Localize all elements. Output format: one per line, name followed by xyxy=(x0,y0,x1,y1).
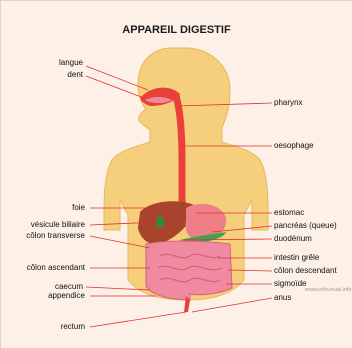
label-colon-ascendant: côlon ascendant xyxy=(27,263,85,272)
label-pharynx: pharynx xyxy=(274,98,302,107)
label-colon-transverse: côlon transverse xyxy=(26,231,85,240)
label-intestin-grele: intestin grêle xyxy=(274,253,319,262)
label-sigmoide: sigmoïde xyxy=(274,279,306,288)
label-caecum: caecum xyxy=(55,282,83,291)
credit-watermark: www.infovisual.info xyxy=(305,287,351,293)
label-colon-descendant: côlon descendant xyxy=(274,266,337,275)
label-langue: langue xyxy=(59,58,83,67)
label-appendice: appendice xyxy=(48,291,85,300)
large-intestine xyxy=(146,241,232,300)
label-dent: dent xyxy=(67,70,83,79)
label-rectum: rectum xyxy=(61,322,85,331)
label-oesophage: oesophage xyxy=(274,141,314,150)
label-estomac: estomac xyxy=(274,208,304,217)
label-anus: anus xyxy=(274,293,291,302)
label-foie: foie xyxy=(72,203,85,212)
label-pancreas: pancréas (queue) xyxy=(274,221,337,230)
label-duodenum: duodénum xyxy=(274,234,312,243)
label-vesicule-biliaire: vésicule biliaire xyxy=(31,220,85,229)
